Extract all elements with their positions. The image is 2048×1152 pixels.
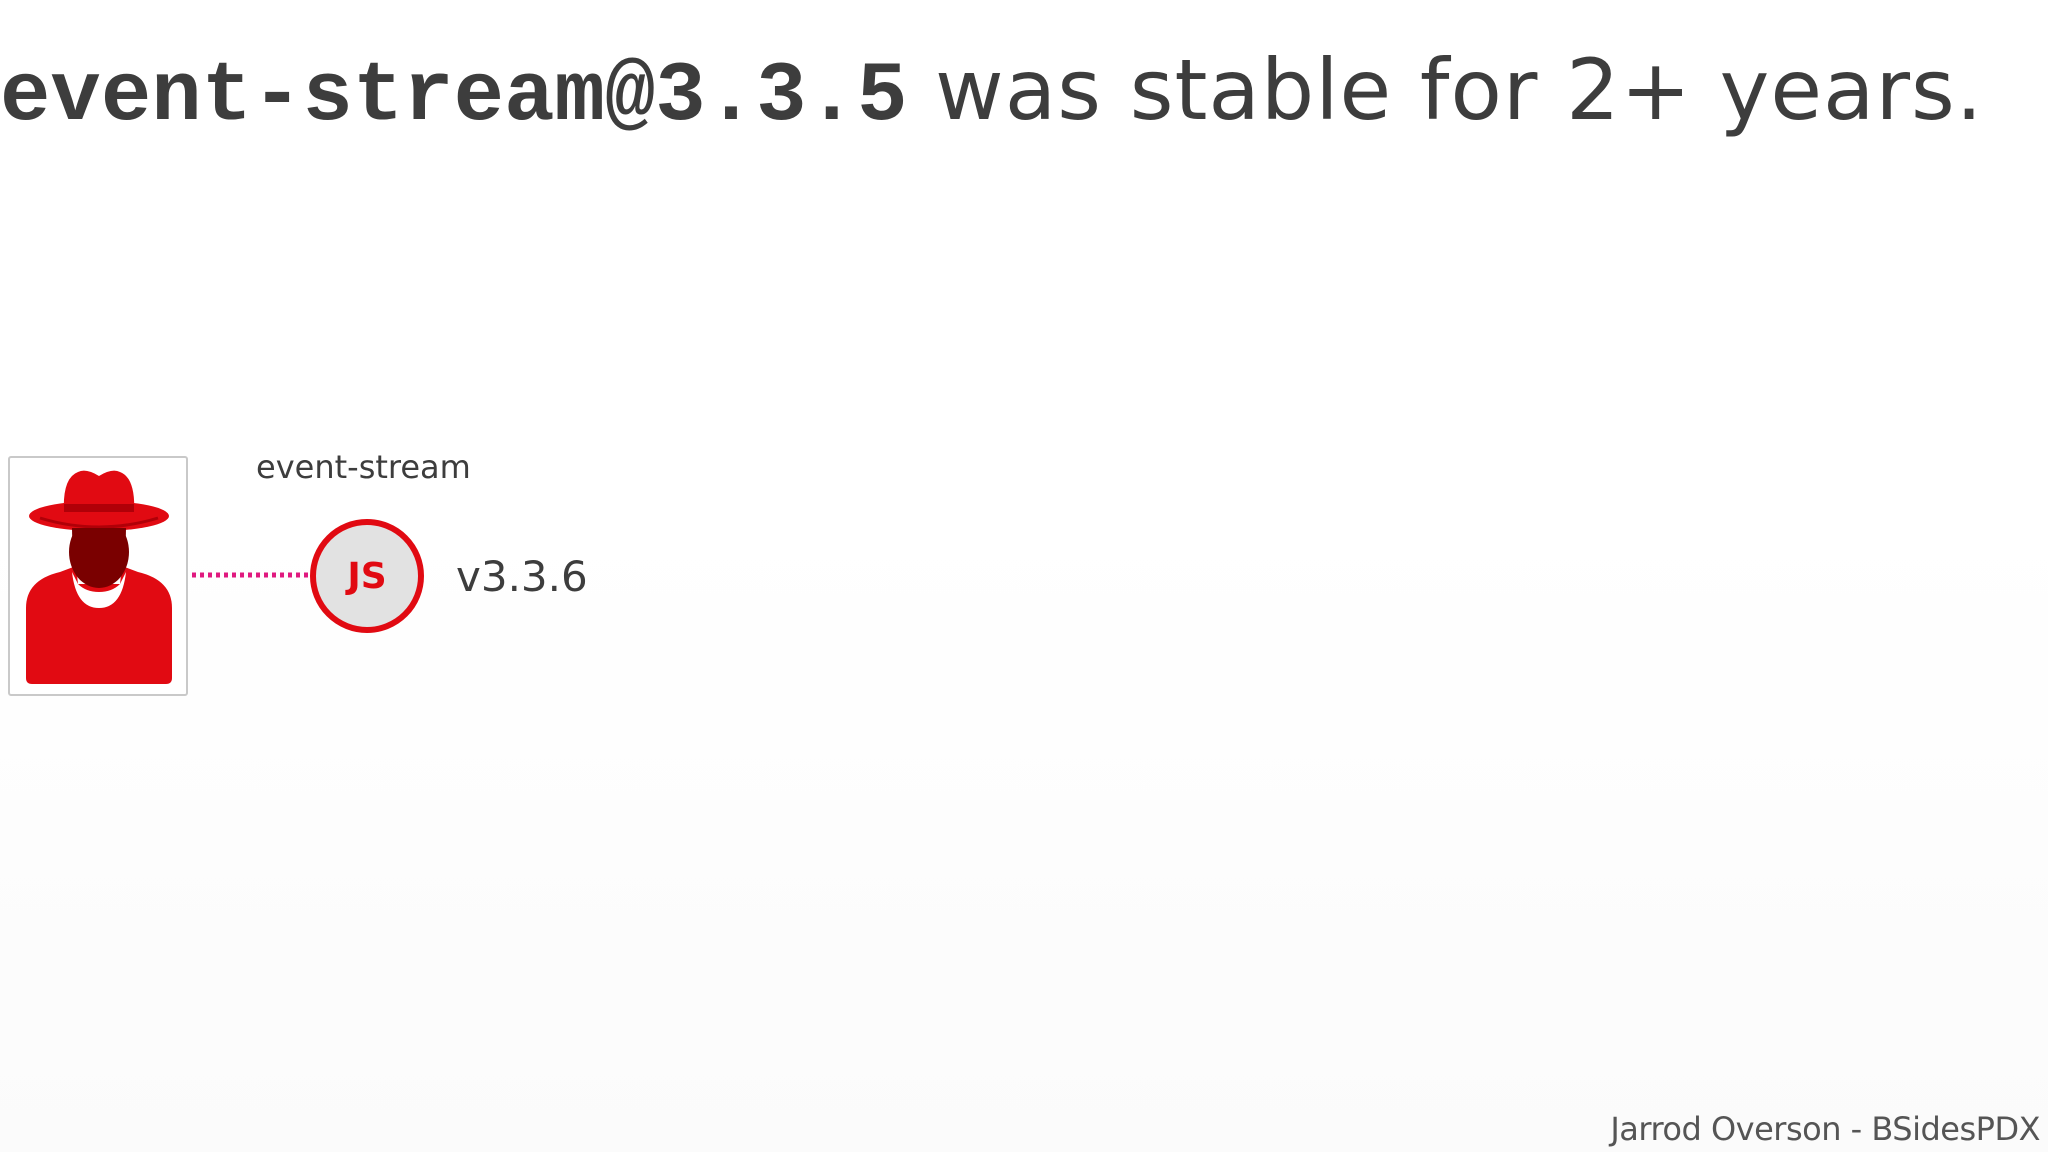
title-package-version: event-stream@3.3.5 — [0, 50, 908, 145]
attacker-avatar-card — [8, 456, 188, 696]
dependency-connector — [192, 572, 310, 578]
hacker-fedora-icon — [26, 470, 172, 684]
node-label: JS — [347, 555, 387, 597]
slide-title: event-stream@3.3.5 was stable for 2+ yea… — [0, 48, 1983, 140]
version-label: v3.3.6 — [456, 552, 588, 601]
js-package-node-icon: JS — [310, 519, 424, 633]
package-name-label: event-stream — [256, 448, 471, 486]
footer-credit: Jarrod Overson - BSidesPDX — [1610, 1110, 2040, 1148]
title-text: was stable for 2+ years. — [907, 41, 1984, 139]
